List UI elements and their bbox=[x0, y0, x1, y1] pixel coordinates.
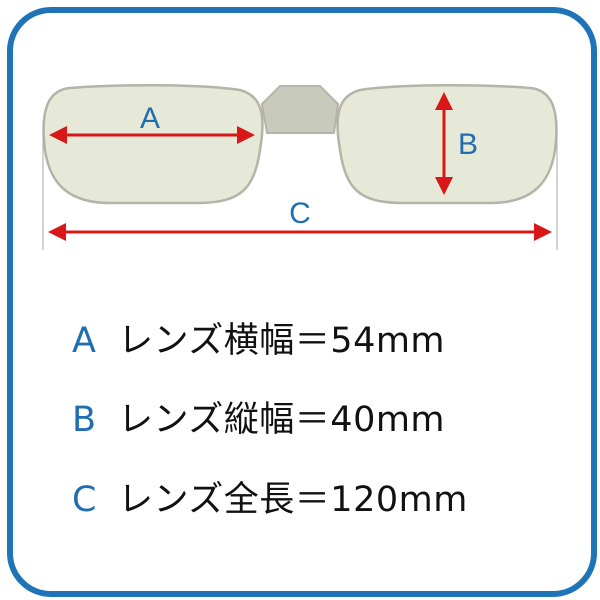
spec-text: レンズ全長＝120mm bbox=[118, 480, 468, 520]
nose-bridge bbox=[260, 85, 340, 134]
spec-lens-width: A レンズ横幅＝54mm bbox=[72, 312, 445, 363]
spec-text: レンズ縦幅＝40mm bbox=[118, 400, 446, 440]
spec-letter: A bbox=[72, 321, 97, 361]
spec-letter: C bbox=[72, 480, 97, 520]
spec-total-length: C レンズ全長＝120mm bbox=[72, 471, 468, 522]
label-b: B bbox=[458, 128, 478, 161]
rounded-border-frame bbox=[7, 7, 597, 597]
spec-letter: B bbox=[72, 400, 97, 440]
spec-text: レンズ横幅＝54mm bbox=[118, 321, 446, 361]
label-c: C bbox=[289, 197, 311, 230]
left-lens bbox=[42, 83, 264, 205]
label-a: A bbox=[140, 102, 160, 135]
spec-lens-height: B レンズ縦幅＝40mm bbox=[72, 391, 445, 442]
right-lens bbox=[336, 83, 558, 205]
